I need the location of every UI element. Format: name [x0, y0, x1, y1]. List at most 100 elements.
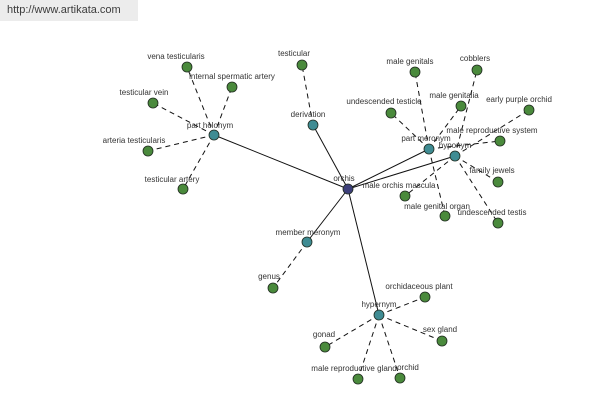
relation-node-hypernym[interactable]: hypernym	[361, 300, 397, 321]
relation-node-derivation[interactable]: derivation	[291, 110, 326, 131]
node-label: male reproductive gland	[311, 364, 396, 373]
center-node-orchis[interactable]: orchis	[333, 174, 355, 195]
node-dot[interactable]	[455, 100, 467, 112]
node-dot[interactable]	[373, 309, 385, 321]
node-dot[interactable]	[439, 210, 451, 222]
relation-node-part-meronym[interactable]: part meronym	[401, 134, 451, 155]
edge-hyponym-undescended-testis	[454, 155, 499, 224]
edge-hyponym-male-orchis-mascula	[404, 155, 456, 197]
edge-hypernym-gonad	[324, 314, 380, 348]
node-dot[interactable]	[208, 129, 220, 141]
node-label: gonad	[313, 330, 335, 339]
node-label: orchid	[397, 363, 419, 372]
leaf-node-male-reproductive-system[interactable]: male reproductive system	[446, 126, 538, 147]
node-dot[interactable]	[449, 150, 461, 162]
node-label: male orchis mascula	[363, 181, 436, 190]
leaf-node-orchid[interactable]: orchid	[394, 363, 419, 384]
leaf-node-testicular-artery[interactable]: testicular artery	[145, 175, 200, 195]
leaf-node-internal-spermatic-artery[interactable]: internal spermatic artery	[189, 72, 275, 93]
graph-edges	[147, 64, 530, 380]
edge-orchis-part-holonym	[213, 134, 349, 190]
node-dot[interactable]	[436, 335, 448, 347]
node-dot[interactable]	[523, 104, 535, 116]
node-label: testicular vein	[120, 88, 169, 97]
leaf-node-arteria-testicularis[interactable]: arteria testicularis	[103, 136, 166, 157]
node-label: hypernym	[361, 300, 396, 309]
node-dot[interactable]	[352, 373, 364, 385]
node-dot[interactable]	[492, 217, 504, 229]
relation-node-hyponym[interactable]: hyponym	[439, 141, 472, 162]
edge-part-holonym-testicular-vein	[152, 102, 215, 136]
node-dot[interactable]	[301, 236, 313, 248]
edge-orchis-part-meronym	[347, 148, 430, 190]
relation-node-member-meronym[interactable]: member meronym	[276, 228, 341, 248]
leaf-node-male-reproductive-gland[interactable]: male reproductive gland	[311, 364, 397, 385]
edge-hypernym-orchid	[378, 314, 401, 379]
node-dot[interactable]	[296, 59, 308, 71]
node-label: male genital organ	[404, 202, 470, 211]
node-dot[interactable]	[492, 176, 504, 188]
leaf-node-testicular-vein[interactable]: testicular vein	[120, 88, 169, 109]
leaf-node-genus[interactable]: genus	[258, 272, 280, 294]
node-label: early purple orchid	[486, 95, 552, 104]
node-label: vena testicularis	[147, 52, 204, 61]
leaf-node-undescended-testicle[interactable]: undescended testicle	[346, 97, 422, 119]
node-dot[interactable]	[385, 107, 397, 119]
leaf-node-gonad[interactable]: gonad	[313, 330, 335, 353]
node-dot[interactable]	[471, 64, 483, 76]
node-label: male genitals	[386, 57, 433, 66]
node-dot[interactable]	[419, 291, 431, 303]
leaf-node-sex-gland[interactable]: sex gland	[423, 325, 457, 347]
edge-hypernym-male-reproductive-gland	[357, 314, 380, 380]
leaf-node-male-genital-organ[interactable]: male genital organ	[404, 202, 470, 222]
leaf-node-male-orchis-mascula[interactable]: male orchis mascula	[363, 181, 436, 202]
edge-orchis-member-meronym	[306, 188, 349, 243]
leaf-node-family-jewels[interactable]: family jewels	[469, 166, 515, 188]
edge-orchis-hypernym	[347, 188, 380, 316]
node-label: sex gland	[423, 325, 457, 334]
leaf-node-cobblers[interactable]: cobblers	[460, 54, 490, 76]
leaf-node-testicular[interactable]: testicular	[278, 49, 310, 71]
node-label: testicular artery	[145, 175, 200, 184]
leaf-node-male-genitals[interactable]: male genitals	[386, 57, 434, 78]
edge-orchis-hyponym	[347, 155, 456, 190]
node-label: hyponym	[439, 141, 472, 150]
node-label: orchidaceous plant	[385, 282, 453, 291]
node-label: family jewels	[469, 166, 514, 175]
node-label: derivation	[291, 110, 326, 119]
node-dot[interactable]	[267, 282, 279, 294]
node-dot[interactable]	[494, 135, 506, 147]
node-label: orchis	[333, 174, 354, 183]
node-label: male reproductive system	[446, 126, 537, 135]
edge-hyponym-cobblers	[454, 69, 478, 157]
node-dot[interactable]	[409, 66, 421, 78]
edge-part-meronym-male-reproductive-system	[428, 140, 501, 150]
edge-part-holonym-arteria-testicularis	[147, 134, 215, 152]
node-dot[interactable]	[399, 190, 411, 202]
node-dot[interactable]	[423, 143, 435, 155]
leaf-node-undescended-testis[interactable]: undescended testis	[458, 208, 527, 229]
node-dot[interactable]	[147, 97, 159, 109]
node-label: testicular	[278, 49, 310, 58]
leaf-node-orchidaceous-plant[interactable]: orchidaceous plant	[385, 282, 453, 303]
node-dot[interactable]	[226, 81, 238, 93]
node-dot[interactable]	[307, 119, 319, 131]
node-dot[interactable]	[319, 341, 331, 353]
leaf-node-early-purple-orchid[interactable]: early purple orchid	[486, 95, 552, 116]
edge-part-meronym-male-genitals	[414, 71, 430, 150]
node-dot[interactable]	[394, 372, 406, 384]
edge-part-holonym-testicular-artery	[182, 134, 215, 190]
edge-orchis-derivation	[312, 124, 349, 190]
relation-node-part-holonym[interactable]: part holonym	[187, 121, 234, 141]
node-dot[interactable]	[181, 61, 193, 73]
node-dot[interactable]	[177, 183, 189, 195]
node-dot[interactable]	[342, 183, 354, 195]
node-label: internal spermatic artery	[189, 72, 275, 81]
leaf-node-male-genitalia[interactable]: male genitalia	[429, 91, 479, 112]
node-dot[interactable]	[142, 145, 154, 157]
leaf-node-vena-testicularis[interactable]: vena testicularis	[147, 52, 205, 73]
edge-member-meronym-genus	[272, 241, 308, 289]
edge-hypernym-sex-gland	[378, 314, 443, 342]
node-label: part meronym	[401, 134, 451, 143]
